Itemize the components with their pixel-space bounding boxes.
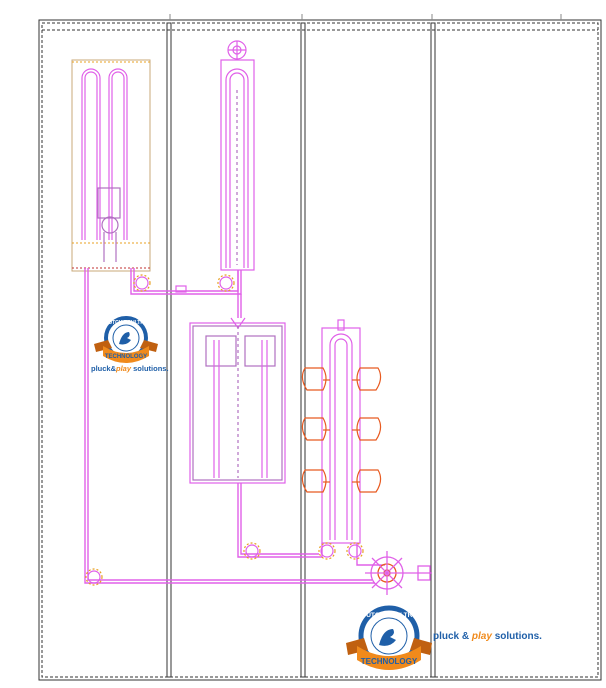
conveyor-m4-to-star	[356, 543, 385, 566]
corner-wheel-icon	[217, 274, 235, 292]
column-1	[166, 22, 172, 678]
corner-wheel-icon	[85, 568, 103, 586]
logo-tagline: pluck & play solutions.	[433, 631, 542, 642]
logo-banner-text: TECHNOLOGY	[361, 657, 418, 666]
conveyor-m3-to-m4	[237, 483, 323, 558]
drive-wheel-icon	[227, 40, 247, 60]
shackle-icon	[301, 367, 330, 391]
logo-ring-text: DUTCH POULTRY	[362, 612, 418, 619]
company-logo-bottom: DUTCH POULTRY TECHNOLOGY pluck & play so…	[346, 605, 542, 670]
corner-wheels	[85, 274, 364, 586]
company-logo-top: DUTCH POULTRY TECHNOLOGY pluck&play solu…	[91, 316, 169, 373]
shackle-icon	[301, 417, 330, 441]
outer-wall	[38, 19, 602, 681]
logo-banner	[103, 346, 149, 363]
building-frame	[38, 19, 602, 681]
machine-1-frame	[71, 59, 151, 272]
ceiling-ticks	[169, 14, 562, 20]
conveyor-main-return	[84, 268, 375, 584]
machine-1-loops	[81, 68, 128, 262]
shackle-icon	[301, 469, 330, 493]
corner-wheel-icon	[243, 542, 261, 560]
tension-unit	[175, 285, 187, 293]
rooster-icon	[379, 629, 396, 646]
logo-banner-text: TECHNOLOGY	[105, 354, 147, 360]
logo-tagline: pluck&play solutions.	[91, 364, 169, 373]
conveyor-main-return-inner	[87, 268, 372, 581]
conveyor-lines	[84, 268, 385, 584]
conveyor-m1-to-m2-inner	[130, 268, 242, 295]
logo-ring-text: DUTCH POULTRY	[105, 320, 148, 326]
shackle-icon	[352, 417, 382, 441]
machine-1-outline	[71, 59, 151, 272]
shackle-icon	[352, 367, 382, 391]
machine-4	[321, 319, 361, 544]
machine-3	[189, 317, 286, 484]
corner-wheel-icon	[346, 542, 364, 560]
machine-2	[220, 59, 255, 271]
corner-wheel-icon	[133, 274, 151, 292]
logo-banner	[357, 646, 421, 670]
star-wheel-icon	[365, 551, 432, 595]
inner-wall	[41, 22, 599, 678]
column-3	[430, 22, 436, 678]
conveyor-m3-to-m4-inner	[240, 483, 319, 555]
column-2	[300, 22, 306, 678]
shackle-group	[301, 367, 382, 493]
shackle-icon	[352, 469, 382, 493]
corner-wheel-icon	[318, 542, 336, 560]
rooster-icon	[119, 332, 131, 345]
